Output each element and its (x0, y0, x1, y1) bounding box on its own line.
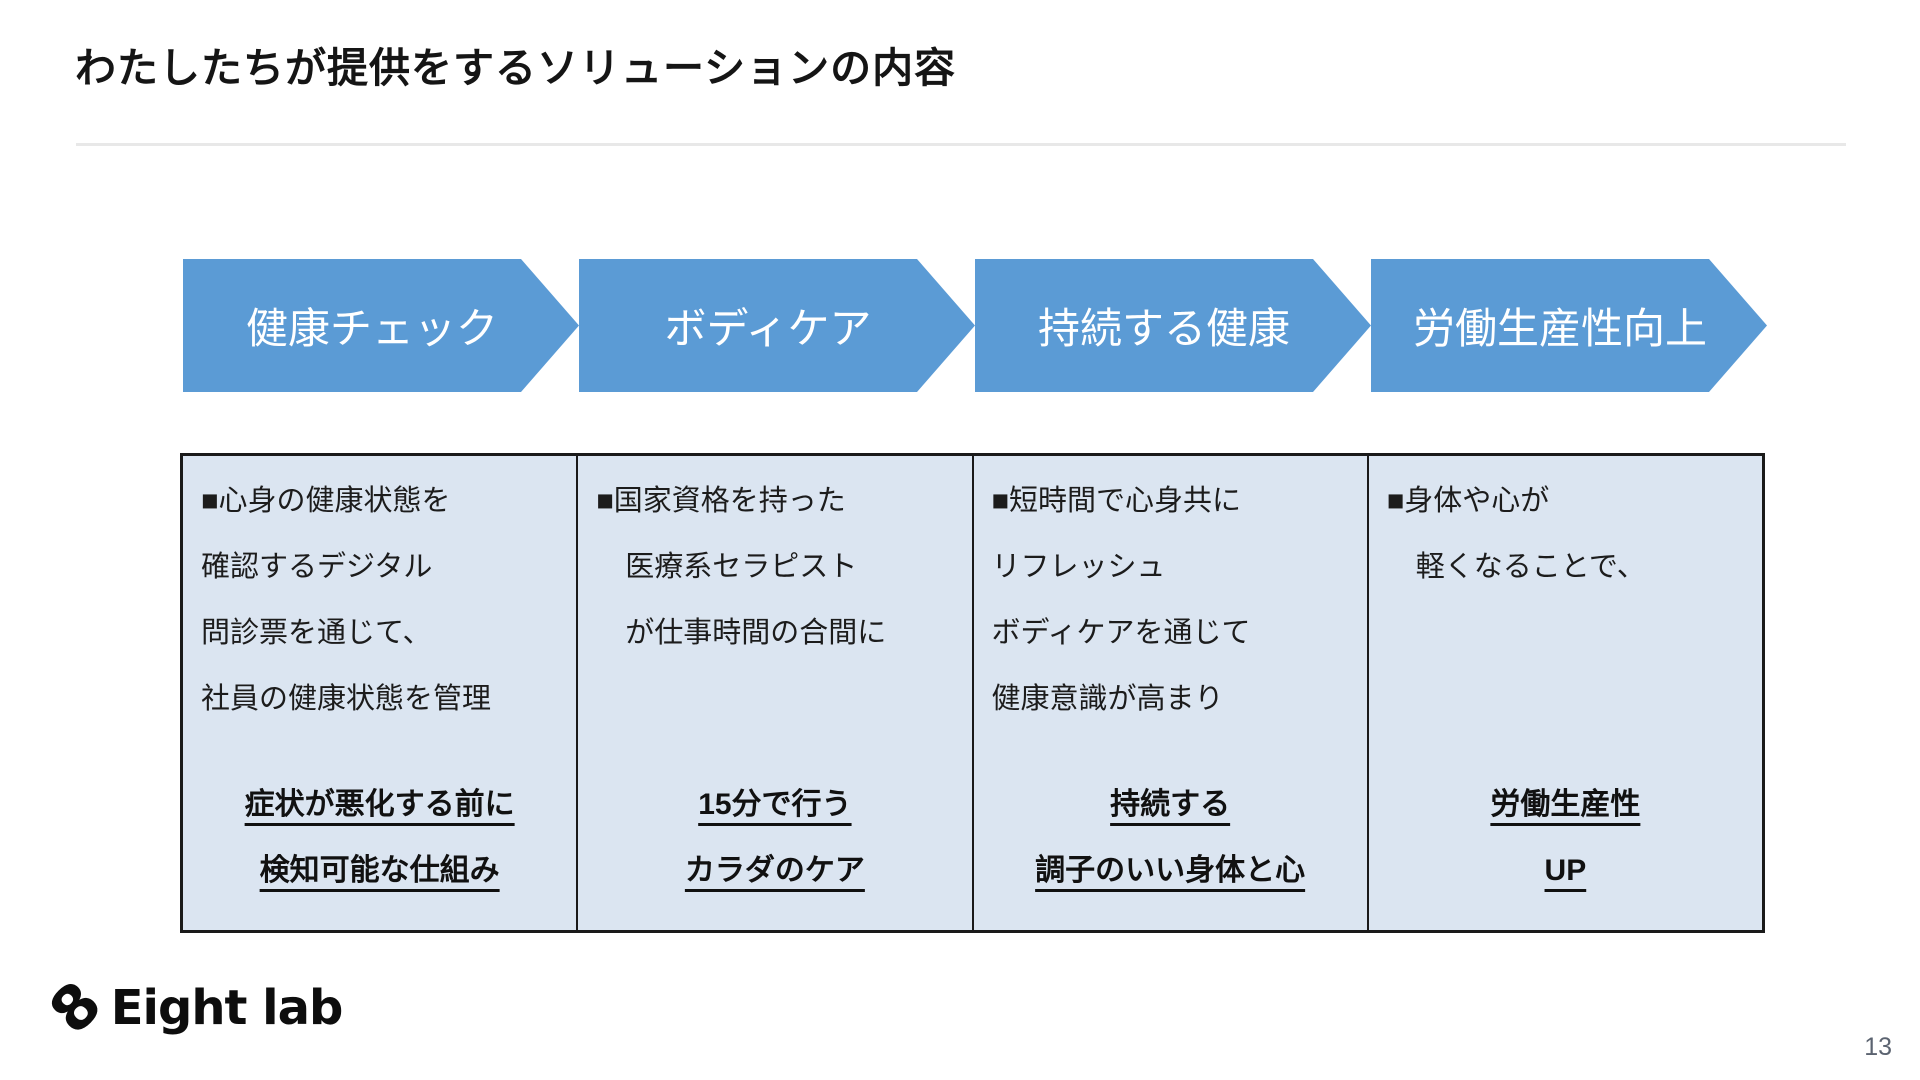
cell-description: ■身体や心が 軽くなることで、 (1387, 468, 1744, 600)
description-line: 軽くなることで、 (1386, 551, 1646, 583)
title-divider (76, 143, 1846, 146)
arrow-label: 健康チェック (245, 305, 498, 352)
page-title: わたしたちが提供をするソリューションの内容 (75, 45, 957, 91)
description-line: 医療系セラピスト (596, 551, 858, 583)
table-cell-productivity: ■身体や心が 軽くなることで、 労働生産性 UP (1369, 456, 1762, 930)
arrow-label: 持続する健康 (1037, 305, 1290, 352)
cell-highlight: 15分で行う カラダのケア (596, 772, 953, 904)
description-line: ■身体や心が (1386, 485, 1550, 517)
page-number: 13 (1864, 1033, 1892, 1061)
highlight-line: 調子のいい身体と心 (1035, 854, 1306, 887)
highlight-line: 症状が悪化する前に (244, 788, 515, 821)
description-line: が仕事時間の合間に (596, 617, 887, 649)
cell-description: ■短時間で心身共に リフレッシュ ボディケアを通じて 健康意識が高まり (992, 468, 1349, 732)
cell-highlight: 症状が悪化する前に 検知可能な仕組み (201, 772, 558, 904)
cell-description: ■心身の健康状態を 確認するデジタル 問診票を通じて、 社員の健康状態を管理 (201, 468, 558, 732)
highlight-line: カラダのケア (684, 854, 865, 887)
description-line: 健康意識が高まり (991, 683, 1224, 715)
eight-lab-logo-text: Eight lab (110, 980, 344, 1036)
cell-description: ■国家資格を持った 医療系セラピスト が仕事時間の合間に (596, 468, 953, 666)
highlight-line: 労働生産性 (1490, 788, 1641, 821)
description-line: リフレッシュ (991, 551, 1166, 583)
cell-highlight: 労働生産性 UP (1387, 772, 1744, 904)
description-line: ■短時間で心身共に (991, 485, 1242, 517)
table-cell-body-care: ■国家資格を持った 医療系セラピスト が仕事時間の合間に 15分で行う カラダの… (578, 456, 974, 930)
arrow-label: ボディケア (664, 305, 872, 352)
table-cell-health-check: ■心身の健康状態を 確認するデジタル 問診票を通じて、 社員の健康状態を管理 症… (183, 456, 579, 930)
process-arrow-sustained-health: 持続する健康 (975, 259, 1371, 392)
arrow-label: 労働生産性向上 (1412, 305, 1707, 352)
process-arrow-health-check: 健康チェック (183, 259, 579, 392)
solution-table: ■心身の健康状態を 確認するデジタル 問診票を通じて、 社員の健康状態を管理 症… (180, 453, 1765, 933)
process-arrow-body-care: ボディケア (579, 259, 975, 392)
process-arrow-productivity: 労働生産性向上 (1371, 259, 1767, 392)
eight-lab-logo-icon: 8 (36, 968, 116, 1048)
table-cell-sustained-health: ■短時間で心身共に リフレッシュ ボディケアを通じて 健康意識が高まり 持続する… (974, 456, 1369, 930)
description-line: 確認するデジタル (201, 551, 433, 583)
cell-highlight: 持続する 調子のいい身体と心 (992, 772, 1349, 904)
highlight-line: 持続する (1110, 788, 1231, 821)
description-line: ■国家資格を持った (596, 485, 846, 517)
highlight-line: 15分で行う (698, 788, 852, 821)
description-line: ボディケアを通じて (991, 617, 1251, 649)
description-line: ■心身の健康状態を (201, 485, 451, 517)
description-line: 問診票を通じて、 (201, 617, 432, 649)
highlight-line: 検知可能な仕組み (259, 854, 500, 887)
description-line: 社員の健康状態を管理 (201, 683, 492, 715)
eight-lab-logo: 8 Eight lab (36, 968, 344, 1047)
highlight-line: UP (1544, 854, 1587, 887)
